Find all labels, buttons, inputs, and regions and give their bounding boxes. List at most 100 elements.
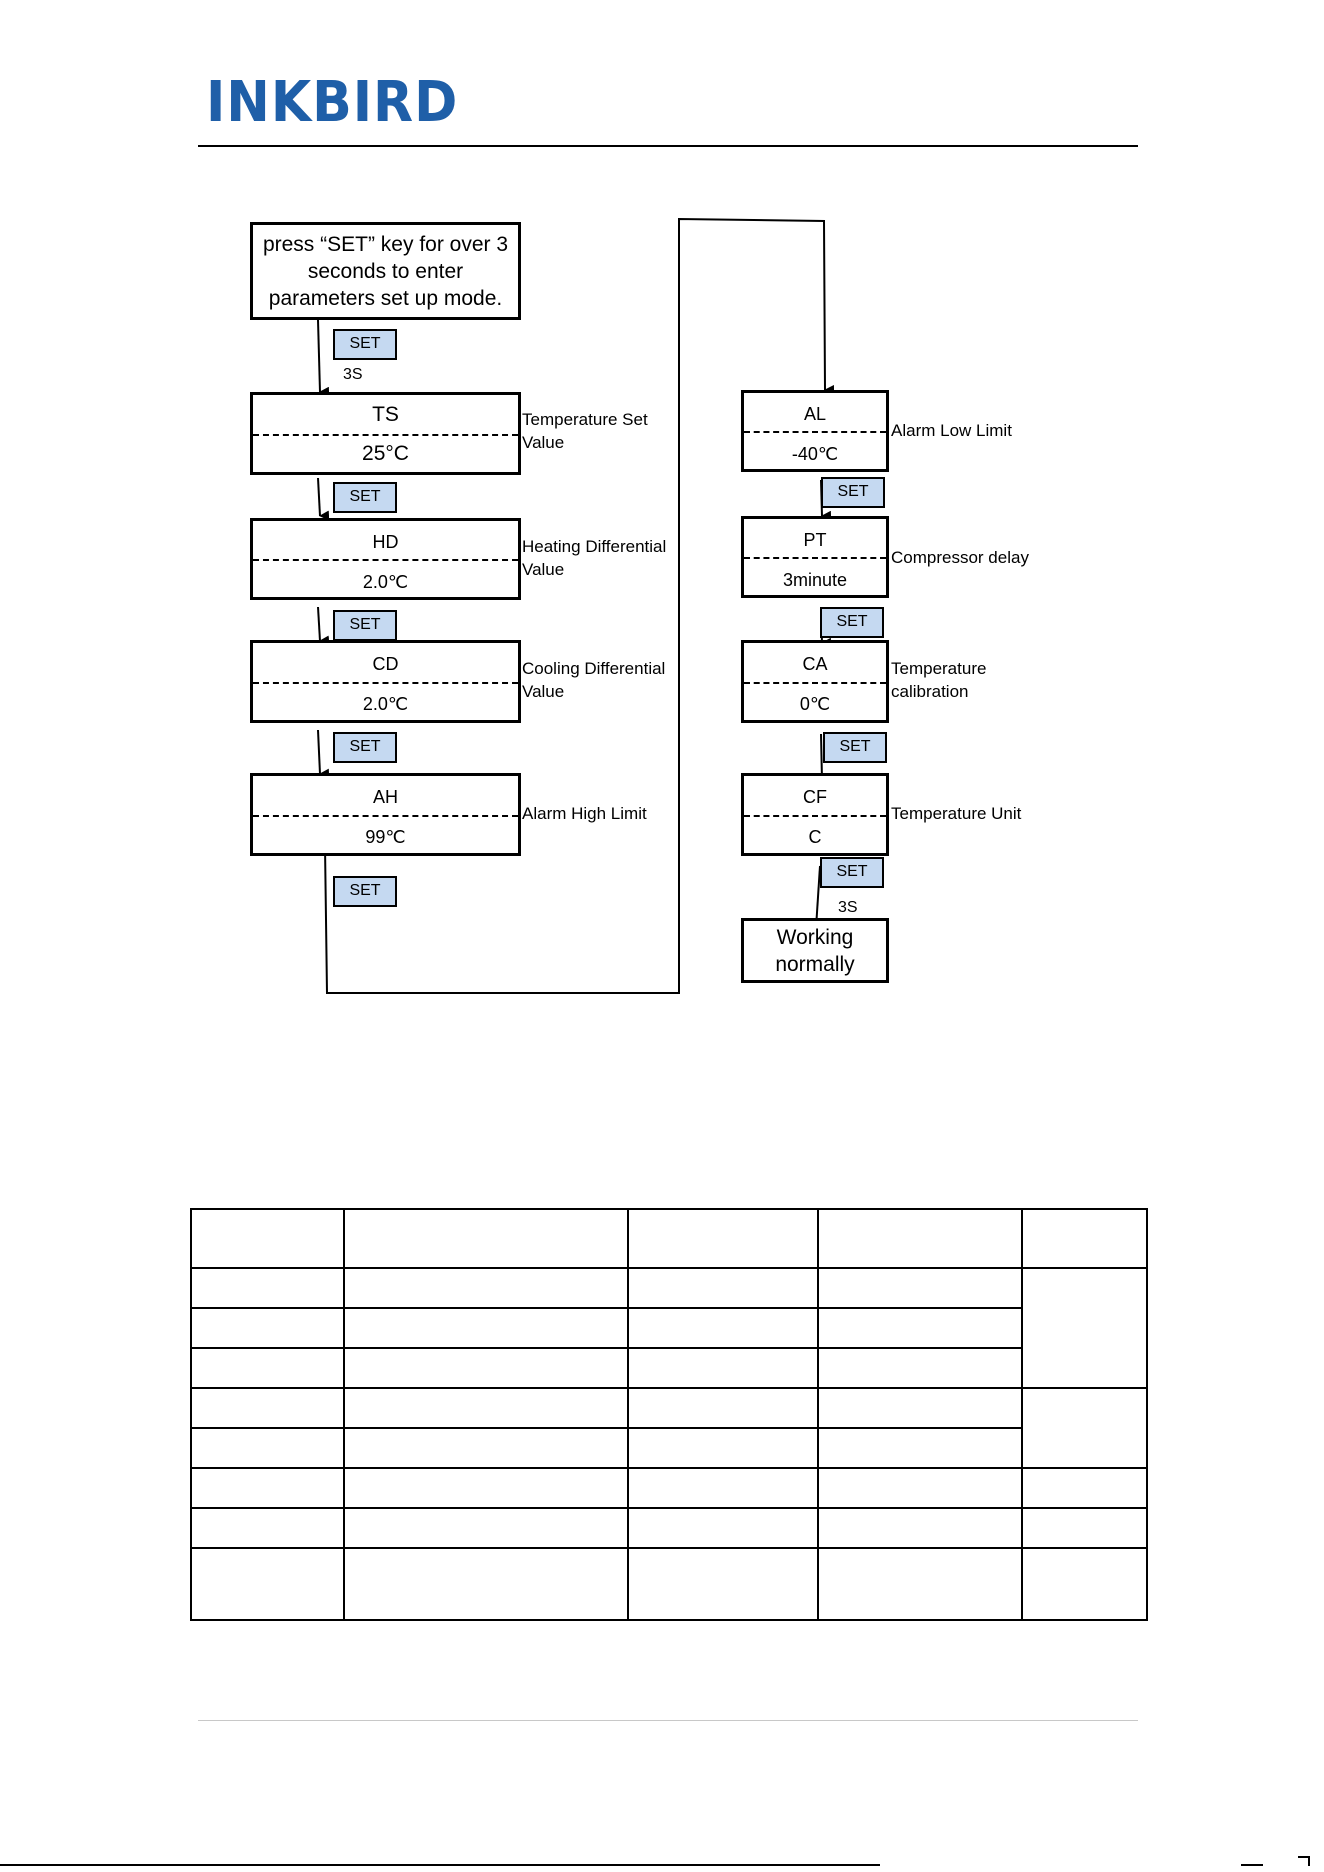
table-cell bbox=[627, 1347, 819, 1389]
set-button: SET bbox=[820, 607, 884, 638]
table-cell bbox=[342, 1347, 630, 1389]
table-cell-merged bbox=[1021, 1267, 1148, 1389]
set-button: SET bbox=[333, 329, 397, 360]
table-cell bbox=[816, 1427, 1024, 1469]
table-row bbox=[190, 1387, 1148, 1469]
table-cell-merged bbox=[1021, 1387, 1148, 1469]
hold-3s-label: 3S bbox=[838, 899, 858, 916]
param-label-ah: Alarm High Limit bbox=[522, 804, 647, 823]
table-cell bbox=[816, 1307, 1024, 1349]
param-divider bbox=[253, 814, 518, 817]
table-header-row bbox=[190, 1208, 1148, 1269]
table-cell bbox=[190, 1467, 345, 1509]
param-box-cf: CF C bbox=[741, 773, 889, 856]
set-button: SET bbox=[333, 610, 397, 641]
param-code: CF bbox=[803, 787, 827, 807]
set-button: SET bbox=[333, 732, 397, 763]
set-button: SET bbox=[820, 857, 884, 888]
parameter-table bbox=[190, 1208, 1148, 1621]
table-cell bbox=[190, 1387, 345, 1429]
table-cell bbox=[816, 1347, 1024, 1389]
table-row bbox=[190, 1427, 1147, 1469]
table-cell bbox=[627, 1547, 819, 1621]
table-cell bbox=[342, 1427, 630, 1469]
param-code: HD bbox=[372, 532, 399, 552]
end-box: Working normally bbox=[741, 918, 889, 983]
table-cell bbox=[342, 1387, 630, 1429]
set-button: SET bbox=[333, 876, 397, 907]
table-cell bbox=[816, 1208, 1024, 1269]
inkbird-logo: INKBIRD bbox=[206, 70, 474, 135]
param-box-hd: HD 2.0℃ bbox=[250, 518, 521, 600]
param-box-pt: PT 3minute bbox=[741, 516, 889, 598]
param-box-ts: TS 25°C bbox=[250, 392, 521, 475]
param-box-al: AL -40℃ bbox=[741, 390, 889, 472]
param-box-ca: CA 0℃ bbox=[741, 640, 889, 723]
table-cell bbox=[1021, 1208, 1148, 1269]
start-instruction-text: press “SET” key for over 3 seconds to en… bbox=[262, 232, 509, 310]
param-code: AH bbox=[372, 787, 398, 807]
start-instruction-box: press “SET” key for over 3 seconds to en… bbox=[250, 222, 521, 320]
set-button: SET bbox=[821, 477, 885, 508]
param-label-pt: Compressor delay bbox=[891, 548, 1029, 567]
table-row bbox=[190, 1547, 1148, 1621]
param-code: AL bbox=[803, 404, 827, 424]
param-value: 3minute bbox=[782, 570, 848, 590]
param-label-ca: Temperature calibration bbox=[891, 659, 987, 701]
table-cell bbox=[627, 1387, 819, 1429]
table-cell bbox=[627, 1427, 819, 1469]
param-divider bbox=[744, 557, 886, 559]
param-value: 2.0℃ bbox=[362, 572, 409, 592]
param-label-al: Alarm Low Limit bbox=[891, 421, 1012, 440]
table-cell bbox=[190, 1427, 345, 1469]
table-cell bbox=[627, 1267, 819, 1309]
param-code: PT bbox=[803, 530, 827, 550]
param-value: 99℃ bbox=[365, 827, 406, 847]
table-row bbox=[190, 1507, 1148, 1549]
table-cell bbox=[1021, 1507, 1148, 1549]
param-divider bbox=[253, 433, 518, 436]
table-cell bbox=[190, 1208, 345, 1269]
table-cell bbox=[816, 1547, 1024, 1621]
param-box-cd: CD 2.0℃ bbox=[250, 640, 521, 723]
param-divider bbox=[253, 681, 518, 684]
page-corner-mark bbox=[1298, 1856, 1310, 1866]
table-cell bbox=[342, 1267, 630, 1309]
hold-3s-label: 3S bbox=[343, 366, 363, 383]
param-divider bbox=[744, 814, 886, 817]
param-divider bbox=[744, 431, 886, 433]
page-bottom-rule bbox=[0, 1864, 880, 1866]
table-row bbox=[190, 1467, 1148, 1509]
table-cell bbox=[342, 1507, 630, 1549]
table-cell bbox=[816, 1387, 1024, 1429]
param-divider bbox=[253, 559, 518, 561]
table-cell bbox=[190, 1347, 345, 1389]
param-box-ah: AH 99℃ bbox=[250, 773, 521, 856]
table-cell bbox=[190, 1307, 345, 1349]
table-cell bbox=[190, 1267, 345, 1309]
table-cell bbox=[627, 1467, 819, 1509]
param-value: -40℃ bbox=[791, 444, 839, 464]
param-label-ts: Temperature Set Value bbox=[522, 410, 648, 452]
set-button: SET bbox=[823, 732, 887, 763]
table-cell bbox=[342, 1547, 630, 1621]
table-row bbox=[190, 1267, 1148, 1389]
table-cell bbox=[342, 1208, 630, 1269]
table-cell bbox=[1021, 1547, 1148, 1621]
param-value: C bbox=[808, 827, 822, 847]
table-cell bbox=[627, 1307, 819, 1349]
param-code: TS bbox=[372, 403, 399, 426]
param-label-hd: Heating Differential Value bbox=[522, 537, 667, 579]
table-cell bbox=[190, 1507, 345, 1549]
brand-wordmark: INKBIRD bbox=[206, 70, 459, 135]
param-divider bbox=[744, 681, 886, 684]
table-cell bbox=[190, 1547, 345, 1621]
table-row bbox=[190, 1347, 1147, 1389]
table-cell bbox=[816, 1507, 1024, 1549]
table-cell bbox=[816, 1267, 1024, 1309]
table-cell bbox=[627, 1208, 819, 1269]
param-value: 2.0℃ bbox=[362, 694, 409, 714]
param-code: CD bbox=[372, 654, 399, 674]
param-label-cd: Cooling Differential Value bbox=[522, 659, 666, 701]
set-button: SET bbox=[333, 482, 397, 513]
